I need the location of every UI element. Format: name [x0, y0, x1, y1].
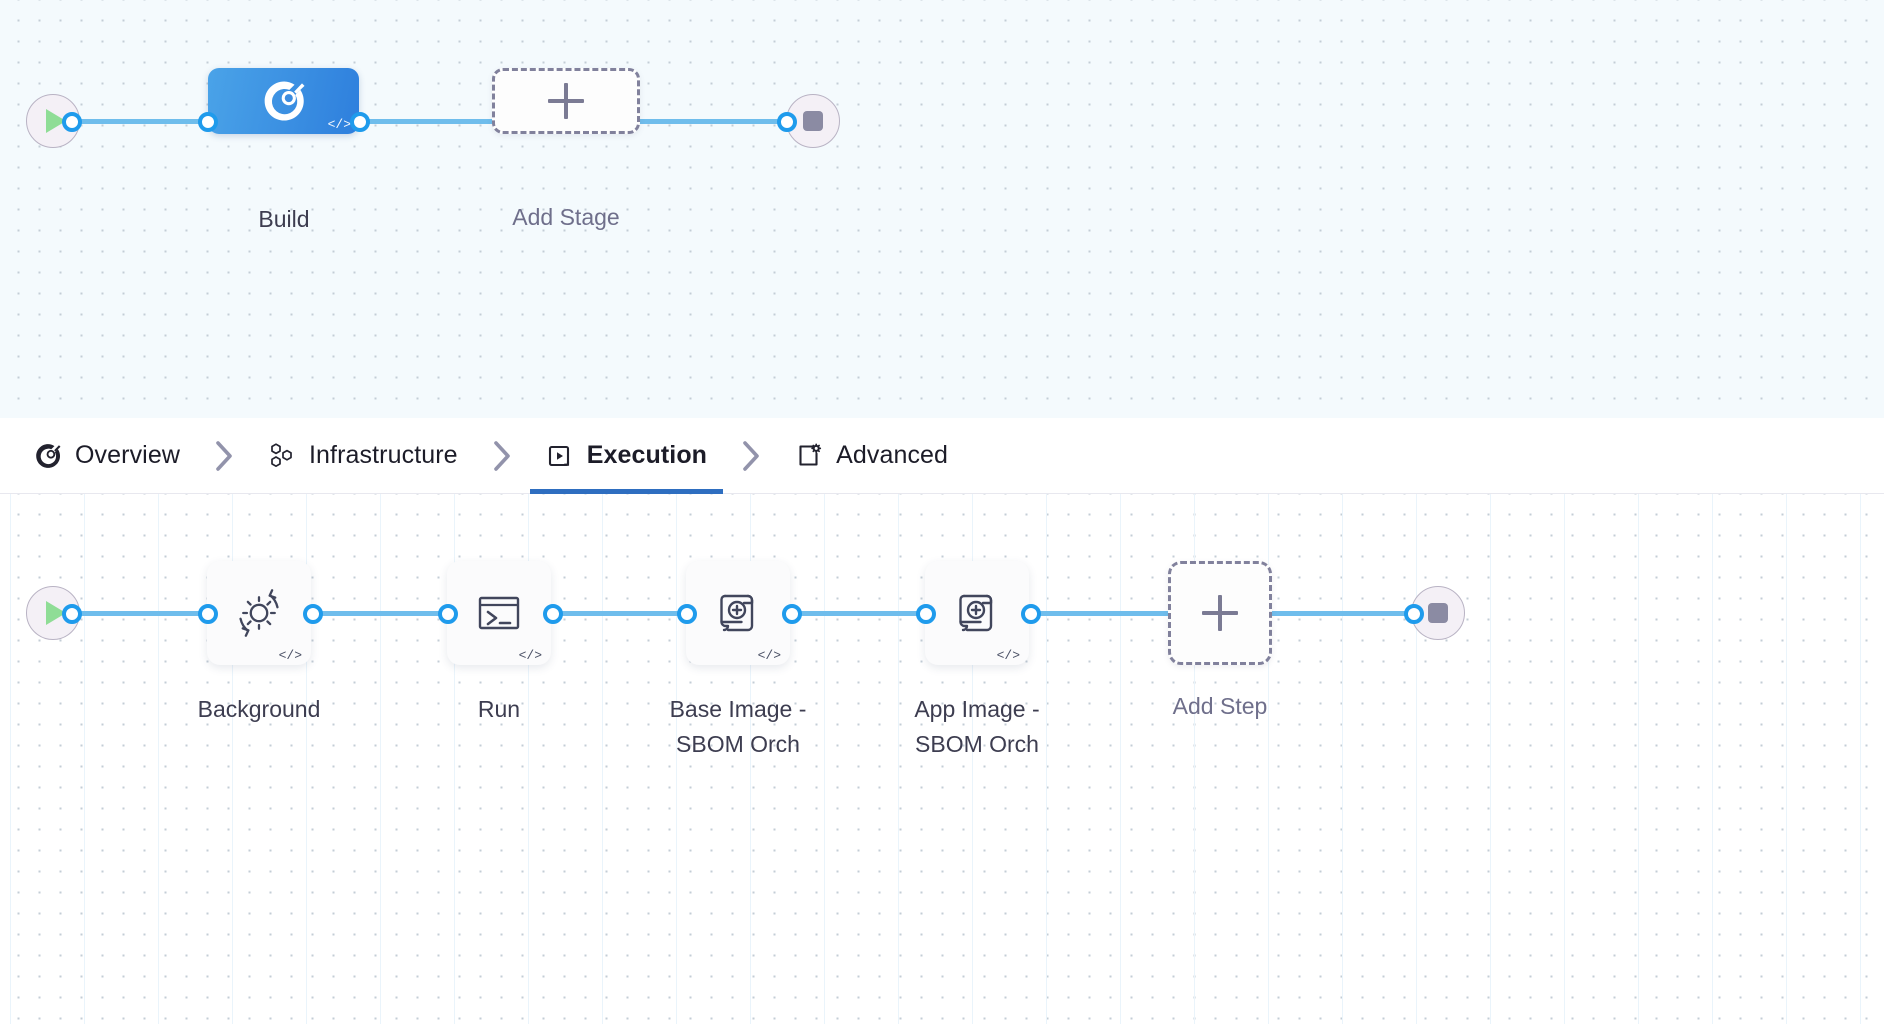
scroll-plus-icon [959, 594, 993, 632]
chevron-right-icon [723, 439, 779, 473]
code-badge: </> [757, 648, 781, 663]
gear-refresh-icon [239, 589, 279, 637]
port-build-out[interactable] [350, 112, 370, 132]
tab-infrastructure[interactable]: Infrastructure [252, 418, 474, 494]
port-background-in[interactable] [198, 604, 218, 624]
port-run-out[interactable] [438, 604, 458, 624]
step-node-run[interactable]: </> [447, 561, 551, 665]
port-exec-start-out[interactable] [62, 604, 82, 624]
port-run-in[interactable] [543, 604, 563, 624]
wire-background-to-run [308, 611, 453, 616]
stage-caption-build: Build [258, 206, 310, 232]
harness-overview-icon [36, 443, 61, 468]
chevron-right-icon [196, 439, 252, 473]
plus-icon [1202, 595, 1238, 631]
code-badge: </> [327, 117, 351, 132]
scroll-plus-icon [720, 594, 754, 632]
port-end-in[interactable] [777, 112, 797, 132]
port-background-out[interactable] [303, 604, 323, 624]
hexagon-cluster-icon [271, 442, 292, 467]
harness-ci-build-icon [264, 81, 305, 121]
port-start-out[interactable] [62, 112, 82, 132]
chevron-right-icon [474, 439, 530, 473]
wire-addstep-to-end [1268, 611, 1416, 616]
port-exec-end-in[interactable] [1404, 604, 1424, 624]
wire-baseimage-to-appimage [787, 611, 932, 616]
wire-build-to-addstage [356, 119, 506, 124]
tab-label: Infrastructure [309, 441, 458, 469]
port-build-in[interactable] [198, 112, 218, 132]
step-node-background[interactable]: </> [207, 561, 311, 665]
plus-icon [548, 83, 584, 119]
step-caption-run: Run [477, 696, 521, 722]
tab-advanced[interactable]: Advanced [779, 418, 964, 494]
step-node-app-image-sbom-orch[interactable]: </> [925, 561, 1029, 665]
wire-run-to-baseimage [548, 611, 693, 616]
tab-label: Execution [586, 441, 708, 469]
code-badge: </> [996, 648, 1020, 663]
pipeline-end-node[interactable] [786, 94, 840, 148]
wire-start-to-build [76, 119, 216, 124]
step-caption-app-image-sbom-orch: App Image - SBOM Orch [914, 696, 1040, 757]
stage-graph-canvas[interactable]: </> Build Add Stage [0, 0, 1884, 418]
stage-node-build[interactable]: </> [208, 68, 359, 134]
add-stage-caption: Add Stage [512, 204, 620, 230]
code-badge: </> [518, 648, 542, 663]
wire-addstage-to-end [634, 119, 789, 124]
step-node-base-image-sbom-orch[interactable]: </> [686, 561, 790, 665]
step-caption-base-image-sbom-orch: Base Image - SBOM Orch [669, 696, 807, 757]
wire-start-to-background [76, 611, 216, 616]
tab-execution[interactable]: Execution [529, 418, 724, 494]
port-appimage-out[interactable] [1021, 604, 1041, 624]
stop-icon [803, 111, 823, 131]
tab-label: Overview [75, 441, 180, 469]
port-baseimage-in[interactable] [677, 604, 697, 624]
add-step-node[interactable] [1168, 561, 1272, 665]
play-icon [46, 601, 66, 625]
port-baseimage-out[interactable] [782, 604, 802, 624]
add-stage-node[interactable] [492, 68, 640, 134]
play-icon [46, 109, 66, 133]
port-appimage-in[interactable] [916, 604, 936, 624]
card-gear-icon [799, 442, 822, 466]
code-badge: </> [278, 648, 302, 663]
tab-label: Advanced [836, 441, 949, 469]
stop-icon [1428, 603, 1448, 623]
execution-graph-canvas[interactable]: </> Background </> Run </> Ba [0, 494, 1884, 1024]
add-step-caption: Add Step [1172, 693, 1268, 719]
stage-config-tabs[interactable]: Overview Infrastructure Execution [0, 418, 1884, 494]
tab-overview[interactable]: Overview [18, 418, 196, 494]
step-caption-background: Background [197, 696, 321, 722]
wire-appimage-to-addstep [1026, 611, 1171, 616]
terminal-icon [478, 596, 520, 630]
play-in-box-icon [548, 445, 569, 466]
